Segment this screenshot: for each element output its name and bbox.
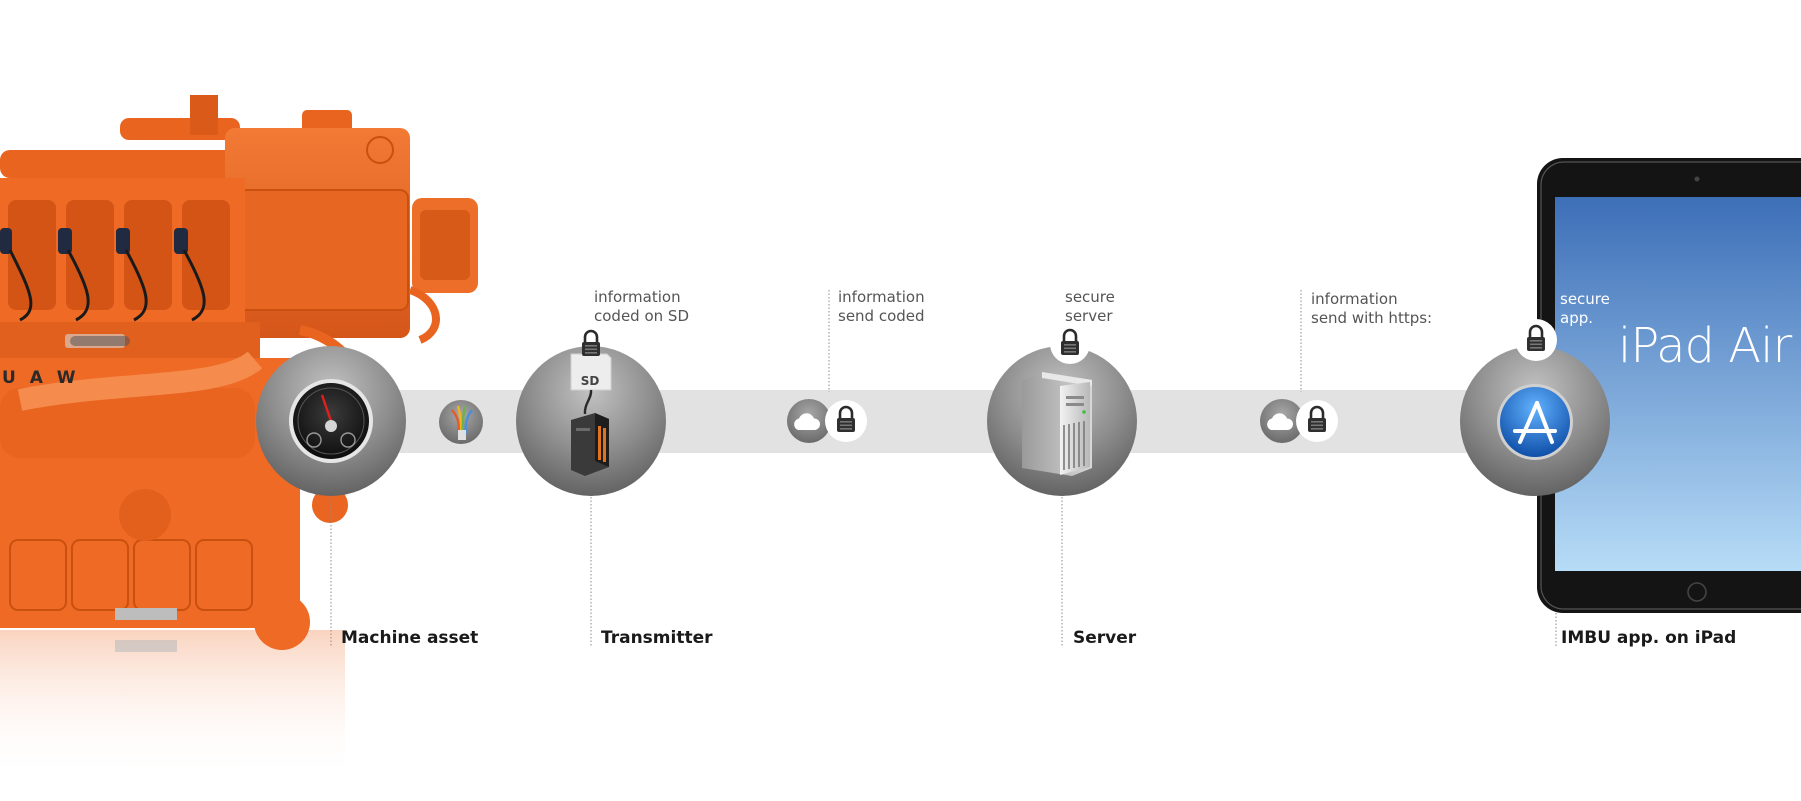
engine-badge-text: U A W <box>2 368 80 388</box>
engine-image <box>0 95 478 652</box>
label-server: Server <box>1073 628 1137 648</box>
ipad-brand-text: iPad Air <box>1618 318 1792 374</box>
guide-lines <box>330 290 1557 646</box>
label-imbu-app: IMBU app. on iPad <box>1561 628 1737 648</box>
caption-transmitter-line1: information <box>594 288 681 306</box>
caption-link1-line1: information <box>838 288 925 306</box>
caption-link1-line2: send coded <box>838 307 925 325</box>
server-node <box>987 324 1137 496</box>
caption-app-line1: secure <box>1560 290 1610 308</box>
caption-server: secure server <box>1065 288 1115 326</box>
cloud-lock-icon-2 <box>1260 399 1338 443</box>
app-node <box>1460 319 1610 496</box>
sd-chip-label: SD <box>581 374 600 388</box>
caption-link2: information send with https: <box>1311 290 1432 328</box>
caption-link2-line2: send with https: <box>1311 309 1433 327</box>
caption-transmitter-line2: coded on SD <box>594 307 689 325</box>
label-transmitter: Transmitter <box>601 628 713 648</box>
label-machine-asset: Machine asset <box>341 628 479 648</box>
transmitter-node <box>516 329 666 496</box>
cloud-lock-icon-1 <box>787 399 867 443</box>
caption-app-line2: app. <box>1560 309 1594 327</box>
caption-server-line2: server <box>1065 307 1113 325</box>
signal-icon <box>439 400 483 444</box>
machine-node <box>256 346 406 496</box>
caption-app: secure app. <box>1560 290 1610 328</box>
caption-link2-line1: information <box>1311 290 1398 308</box>
engine-reflection <box>0 630 345 780</box>
caption-transmitter: information coded on SD <box>594 288 689 326</box>
caption-server-line1: secure <box>1065 288 1115 306</box>
caption-link1: information send coded <box>838 288 925 326</box>
